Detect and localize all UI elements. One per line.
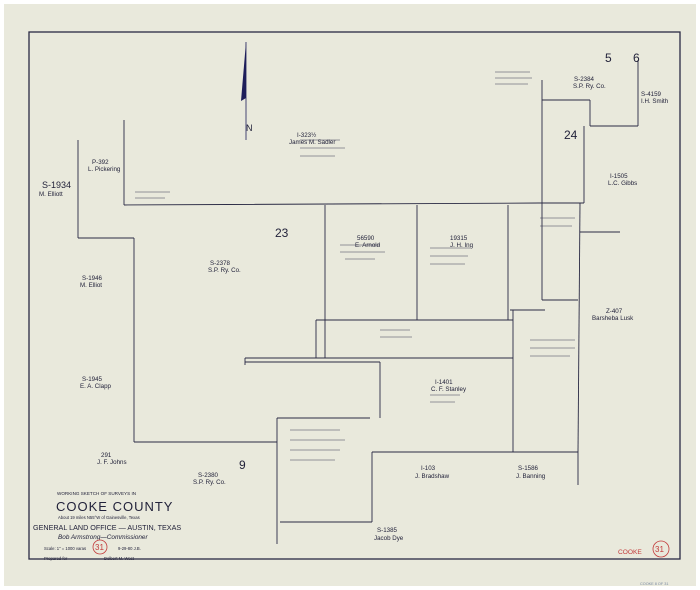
survey-label-j-johns-name: J. F. Johns [97,459,127,466]
field-note-scribbles [135,71,575,461]
survey-label-i-323-abstract: I-323½ [297,132,316,139]
title-date: 9-29-80 J.B. [118,546,141,551]
survey-label-s-1385-name: Jacob Dye [374,535,404,542]
map-sheet [4,4,696,586]
survey-label-ing-name: J. H. Ing [450,242,474,249]
survey-label-i-1505-name: L.C. Gibbs [608,180,637,187]
sketch-number-circle [92,539,108,555]
survey-label-s-1385-abstract: S-1385 [377,527,398,534]
county-stamp: COOKE [618,549,642,556]
survey-label-j-johns-abstract: 291 [101,452,112,459]
title-county: COOKE COUNTY [56,499,173,514]
section-number-9: 9 [239,458,246,472]
survey-label-s-4159-abstract: S-4159 [641,91,662,98]
survey-label-s-2378-abstract: S-2378 [210,260,231,267]
survey-label-s-2384-name: S.P. Ry. Co. [573,83,606,90]
title-office: GENERAL LAND OFFICE — AUSTIN, TEXAS [33,523,181,532]
survey-label-i-1401-name: C. F. Stanley [431,386,467,393]
north-arrow-icon [241,42,247,140]
survey-label-z-407-name: Barsheba Lusk [592,315,634,322]
survey-label-s-2380-name: S.P. Ry. Co. [193,479,226,486]
survey-label-p-392-name: L. Pickering [88,166,121,173]
section-number-6: 6 [633,51,640,65]
title-commissioner: Bob Armstrong—Commissioner [58,534,148,541]
survey-label-s-1945-name: E. A. Clapp [80,383,112,390]
survey-label-i-103-abstract: I-103 [421,465,436,472]
section-number-24: 24 [564,128,578,142]
title-prepared-by: Dolbert M. West [104,556,135,561]
title-prepared-for: Prepared for [44,556,68,561]
survey-label-s-1934-name: M. Elliott [39,191,63,198]
survey-label-s-1586-name: J. Banning [516,473,546,480]
survey-label-i-1401-abstract: I-1401 [435,379,453,386]
survey-label-i-103-name: J. Bradshaw [415,473,450,480]
survey-label-p-392-abstract: P-392 [92,159,109,166]
stamp-sketch-circle [652,540,670,558]
stamp-sketch-number: 31 [655,545,664,554]
survey-lines [77,60,639,544]
section-number-5: 5 [605,51,612,65]
survey-label-s-1945-abstract: S-1945 [82,376,103,383]
title-heading: WORKING SKETCH OF SURVEYS IN [57,491,136,496]
survey-label-s-1586-abstract: S-1586 [518,465,539,472]
title-sketch-number: 31 [95,543,104,552]
map-border [28,31,681,560]
survey-label-s-1946-abstract: S-1946 [82,275,103,282]
title-location: About 19 miles N55°W of Gainesville, Tex… [58,515,140,520]
survey-label-ing-abstract: 19315 [450,235,468,242]
north-label: N [246,123,253,133]
survey-label-i-1505-abstract: I-1505 [610,173,628,180]
survey-label-s-1934-abstract: S-1934 [42,180,71,190]
survey-label-s-2384-abstract: S-2384 [574,76,595,83]
survey-label-s-2378-name: S.P. Ry. Co. [208,267,241,274]
section-number-23: 23 [275,226,289,240]
survey-label-s-2380-abstract: S-2380 [198,472,219,479]
survey-label-e-arnold-name: E. Arnold [355,242,381,249]
survey-label-e-arnold-abstract: 56590 [357,235,375,242]
survey-label-z-407-abstract: Z-407 [606,308,623,315]
survey-label-s-4159-name: I.H. Smith [641,98,669,105]
title-scale: Scale: 1" = 1000 varas [44,546,86,551]
catalog-stamp: COOKE 8 OF 31 [640,582,669,586]
survey-label-s-1946-name: M. Elliot [80,282,102,289]
survey-label-i-323-name: James M. Sadler [289,139,335,146]
